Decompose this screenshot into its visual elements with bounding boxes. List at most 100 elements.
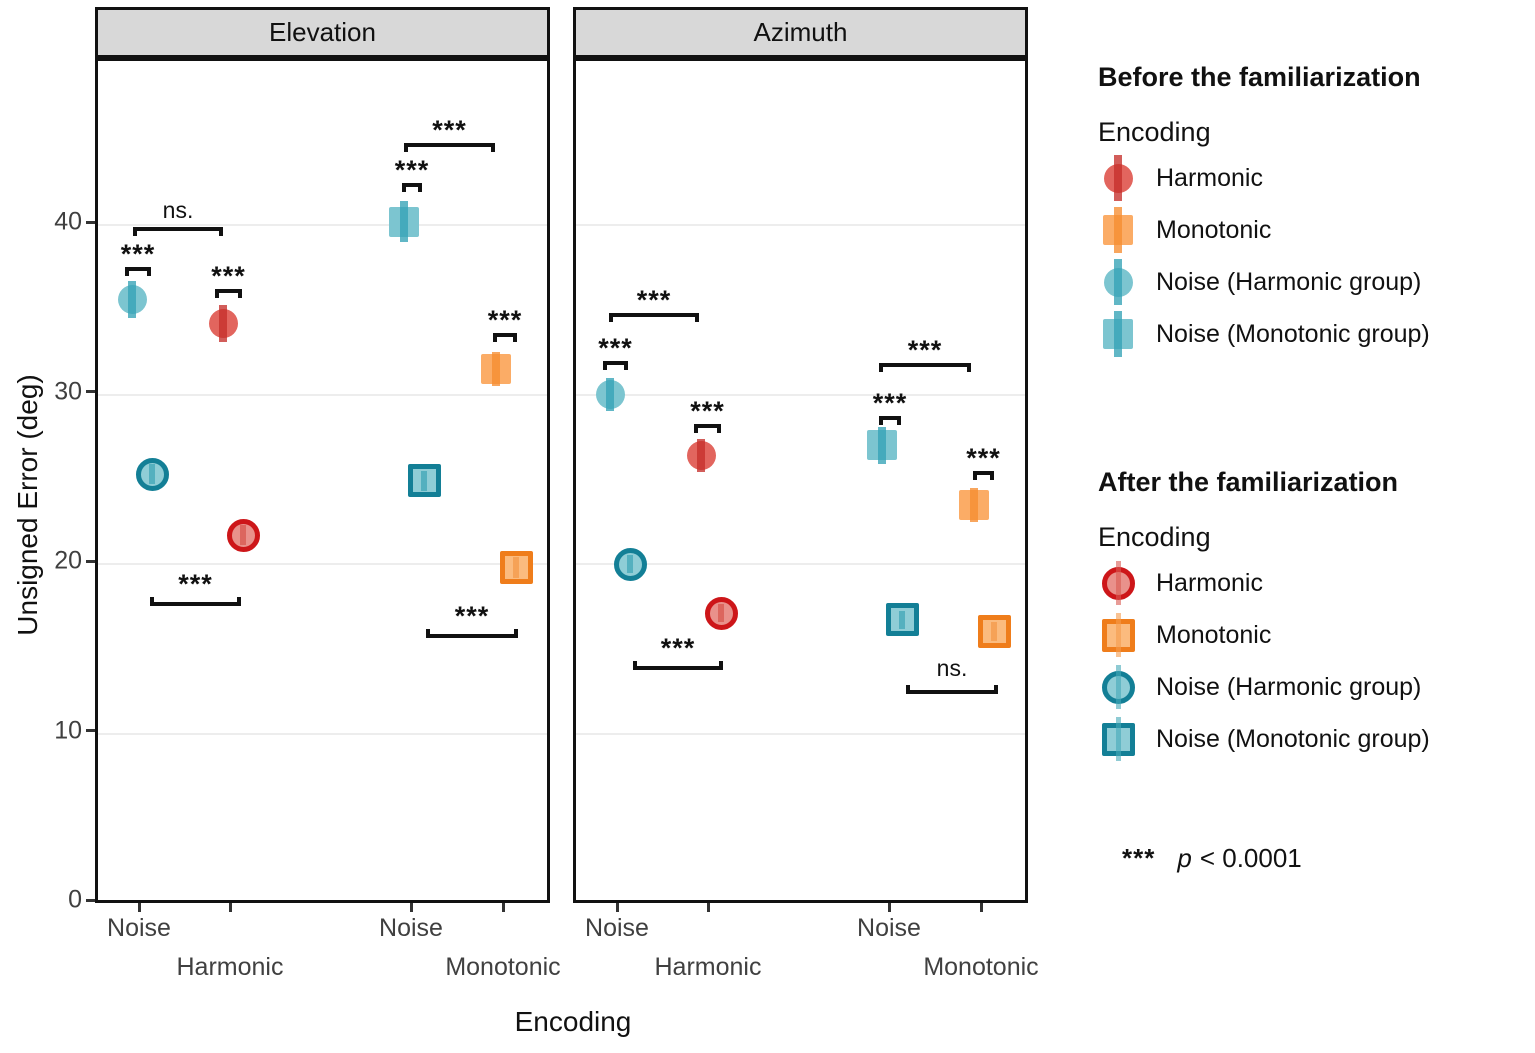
sig-label: *** — [120, 239, 156, 269]
error-bar — [400, 201, 408, 242]
error-bar — [697, 438, 705, 473]
sig-bracket — [133, 227, 223, 236]
legend-marker-circle — [1098, 256, 1138, 308]
p-threshold: < 0.0001 — [1199, 842, 1302, 873]
legend-item: Harmonic — [1098, 152, 1535, 204]
sig-bracket — [125, 267, 151, 276]
legend-marker-square — [1098, 713, 1138, 765]
sig-bracket — [215, 289, 242, 298]
x-axis-tick — [615, 903, 619, 912]
sig-bracket — [402, 183, 422, 192]
legend-marker-square — [1098, 609, 1138, 661]
legend-item-label: Noise (Monotonic group) — [1156, 319, 1430, 348]
sig-bracket — [609, 313, 699, 322]
legend-item-label: Noise (Monotonic group) — [1156, 724, 1430, 753]
panel-plot-area: ******ns.*************** — [98, 61, 547, 900]
significance-stars: *** — [1122, 842, 1156, 873]
y-axis-tick — [86, 729, 95, 732]
y-tick-label: 0 — [68, 885, 82, 914]
x-axis-tick — [706, 903, 710, 912]
legend-error-bar — [1114, 259, 1122, 305]
legend-error-bar — [1115, 613, 1121, 657]
legend-item-label: Monotonic — [1156, 620, 1272, 649]
x-axis-tick — [409, 903, 413, 912]
legend-marker-circle — [1098, 661, 1138, 713]
legend-group-title: Before the familiarization — [1098, 62, 1421, 92]
legend-marker-square — [1098, 308, 1138, 360]
x-axis-tick — [501, 903, 505, 912]
legend-item: Noise (Monotonic group) — [1098, 308, 1535, 360]
gridline — [98, 224, 547, 226]
panel-plot-area: *********************ns. — [576, 61, 1025, 900]
sig-bracket — [404, 143, 495, 152]
y-tick-label: 40 — [54, 207, 82, 236]
legend-error-bar — [1114, 155, 1122, 201]
y-tick-label: 10 — [54, 716, 82, 744]
error-bar — [149, 463, 155, 485]
legend-error-bar — [1115, 561, 1121, 605]
y-axis-tick — [86, 390, 95, 393]
sig-label: *** — [907, 335, 943, 365]
legend-item-label: Harmonic — [1156, 568, 1263, 597]
facet-title: Elevation — [269, 17, 376, 47]
sig-label: ns. — [936, 655, 968, 681]
sig-label: *** — [636, 285, 672, 315]
error-bar — [219, 304, 227, 342]
x-tick-label: Noise — [585, 914, 649, 942]
y-axis-tick — [86, 898, 95, 902]
y-axis-title: Unsigned Error (deg) — [12, 374, 43, 636]
sig-label: *** — [454, 601, 490, 631]
gridline — [98, 563, 547, 565]
error-bar — [627, 554, 633, 574]
error-bar — [421, 470, 427, 492]
x-tick-label: Monotonic — [445, 953, 561, 981]
sig-bracket — [694, 424, 721, 433]
facet-panel: ******ns.*************** — [95, 58, 550, 903]
legend-item: Noise (Harmonic group) — [1098, 256, 1535, 308]
legend-error-bar — [1114, 207, 1122, 253]
p-variable: p — [1177, 842, 1192, 873]
legend-item: Noise (Monotonic group) — [1098, 713, 1535, 765]
gridline — [98, 393, 547, 396]
sig-bracket — [426, 629, 518, 638]
legend-group-title: After the familiarization — [1098, 467, 1399, 497]
sig-label: *** — [872, 388, 908, 418]
legend-marker-circle — [1098, 152, 1138, 204]
x-tick-label: Noise — [107, 914, 171, 942]
x-axis-tick — [228, 903, 232, 912]
sig-bracket — [493, 333, 517, 342]
legend-item: Harmonic — [1098, 557, 1535, 609]
sig-bracket — [906, 685, 998, 694]
x-axis-tick — [979, 903, 983, 912]
significance-note: *** p < 0.0001 — [1122, 840, 1302, 876]
x-tick-label: Harmonic — [176, 953, 284, 981]
sig-label: *** — [211, 261, 246, 291]
sig-bracket — [879, 363, 971, 372]
legend-item-label: Noise (Harmonic group) — [1156, 672, 1422, 701]
facet-title: Azimuth — [753, 17, 848, 47]
error-bar — [240, 525, 246, 546]
legend-item-label: Monotonic — [1156, 215, 1272, 244]
error-bar — [878, 426, 886, 464]
sig-label: *** — [690, 396, 725, 426]
legend-group-subtitle: Encoding — [1098, 522, 1211, 552]
facet-panel: *********************ns. — [573, 58, 1028, 903]
y-axis-tick — [86, 220, 95, 224]
error-bar — [492, 352, 500, 387]
legend-item-label: Noise (Harmonic group) — [1156, 267, 1422, 296]
sig-label: *** — [178, 569, 213, 599]
sig-bracket — [633, 661, 723, 670]
sig-label: *** — [487, 305, 523, 335]
legend-item-label: Harmonic — [1156, 163, 1263, 192]
x-axis-title: Encoding — [514, 1006, 632, 1037]
legend-item: Monotonic — [1098, 609, 1535, 661]
y-axis-tick — [86, 559, 95, 563]
gridline — [576, 563, 1025, 565]
error-bar — [128, 280, 136, 319]
y-tick-label: 30 — [54, 377, 82, 405]
facet-strip: Elevation — [95, 7, 550, 58]
error-bar — [718, 603, 724, 623]
legend-error-bar — [1115, 717, 1121, 761]
